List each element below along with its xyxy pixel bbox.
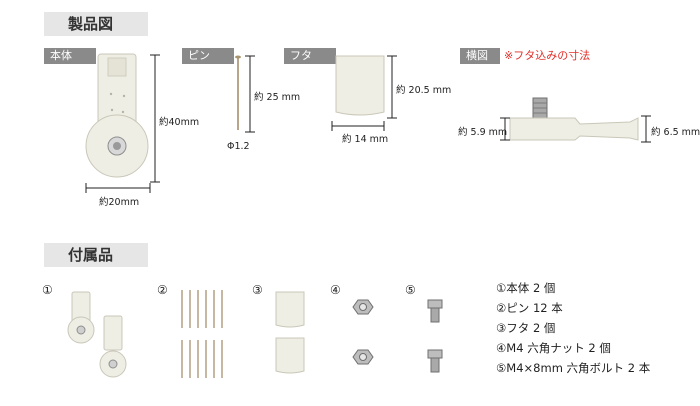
hontai-height-label: 約40mm xyxy=(159,117,200,128)
side-view-note: ※フタ込みの寸法 xyxy=(504,49,591,62)
pin-drawing xyxy=(235,55,255,133)
acc-nut-drawing xyxy=(352,299,374,365)
acc-number-3: ③ xyxy=(252,283,263,297)
acc-number-4: ④ xyxy=(330,283,341,297)
acc-number-1: ① xyxy=(42,283,53,297)
list-item: ②ピン 12 本 xyxy=(496,301,563,315)
hontai-width-label: 約20mm xyxy=(99,197,140,208)
tag-futa: フタ xyxy=(284,48,336,64)
section-title-accessories: 付属品 xyxy=(44,243,148,267)
list-item: ③フタ 2 個 xyxy=(496,321,556,335)
tag-hontai: 本体 xyxy=(44,48,96,64)
acc-number-5: ⑤ xyxy=(405,283,416,297)
pin-length-label: 約 25 mm xyxy=(254,92,301,103)
acc-hontai-drawing xyxy=(67,291,127,378)
accessories-list: ①本体 2 個 ②ピン 12 本 ③フタ 2 個 ④M4 六角ナット 2 個 ⑤… xyxy=(496,278,650,378)
hontai-drawing xyxy=(85,53,160,193)
acc-number-2: ② xyxy=(157,283,168,297)
list-item: ⑤M4×8mm 六角ボルト 2 本 xyxy=(496,361,651,375)
side-right-dim-label: 約 6.5 mm xyxy=(651,127,700,138)
futa-width-label: 約 14 mm xyxy=(342,134,389,145)
acc-pins-drawing xyxy=(181,290,223,378)
acc-futa-drawing xyxy=(275,291,305,374)
acc-bolt-drawing xyxy=(427,299,443,373)
list-item: ①本体 2 個 xyxy=(496,281,556,295)
side-left-dim-label: 約 5.9 mm xyxy=(458,127,508,138)
tag-pin: ピン xyxy=(182,48,234,64)
futa-height-label: 約 20.5 mm xyxy=(396,85,452,96)
pin-diameter-label: Φ1.2 xyxy=(227,141,250,152)
side-view-drawing xyxy=(500,97,651,143)
tag-side-view: 横図 xyxy=(460,48,500,64)
list-item: ④M4 六角ナット 2 個 xyxy=(496,341,611,355)
futa-drawing xyxy=(331,55,397,131)
section-title-product-diagram: 製品図 xyxy=(44,12,148,36)
